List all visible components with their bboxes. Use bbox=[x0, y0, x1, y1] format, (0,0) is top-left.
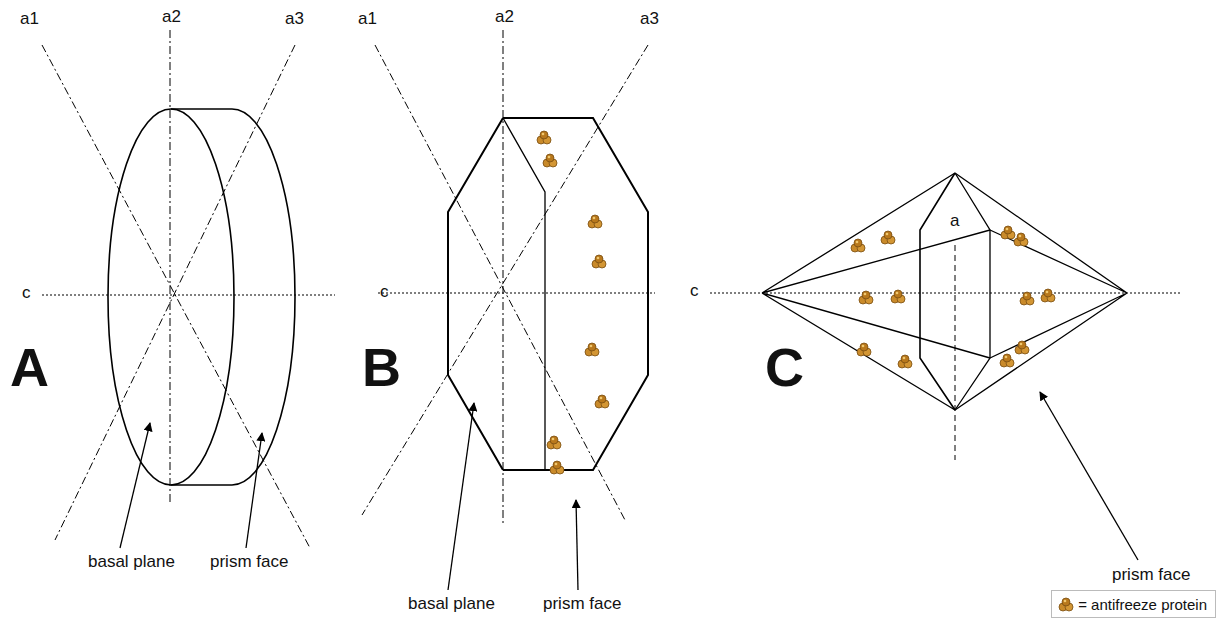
panel-letter: C bbox=[765, 340, 804, 394]
part-label: basal plane bbox=[88, 553, 175, 572]
panel-letter: A bbox=[10, 340, 49, 394]
antifreeze-proteins-b bbox=[537, 131, 609, 474]
panel-b bbox=[362, 30, 655, 590]
axis-label: a3 bbox=[285, 10, 304, 29]
axis-label: c bbox=[22, 284, 31, 303]
part-label: prism face bbox=[210, 553, 288, 572]
axis-label: a2 bbox=[162, 8, 181, 27]
legend-text: = antifreeze protein bbox=[1078, 596, 1207, 613]
part-label: prism face bbox=[1112, 566, 1190, 585]
axis-label: c bbox=[380, 283, 389, 302]
axis-label: c bbox=[690, 282, 699, 301]
axis-label: a bbox=[950, 212, 959, 231]
axis-label: a2 bbox=[495, 8, 514, 27]
axis-label: a1 bbox=[20, 10, 39, 29]
panel-c bbox=[710, 173, 1180, 560]
protein-icon bbox=[1058, 595, 1074, 613]
legend-item: = antifreeze protein bbox=[1051, 590, 1216, 618]
part-label: prism face bbox=[543, 595, 621, 614]
antifreeze-proteins-c bbox=[851, 226, 1055, 368]
part-label: basal plane bbox=[408, 595, 495, 614]
panel-a bbox=[42, 30, 335, 548]
axis-label: a1 bbox=[358, 10, 377, 29]
axis-label: a3 bbox=[640, 10, 659, 29]
panel-letter: B bbox=[362, 340, 401, 394]
